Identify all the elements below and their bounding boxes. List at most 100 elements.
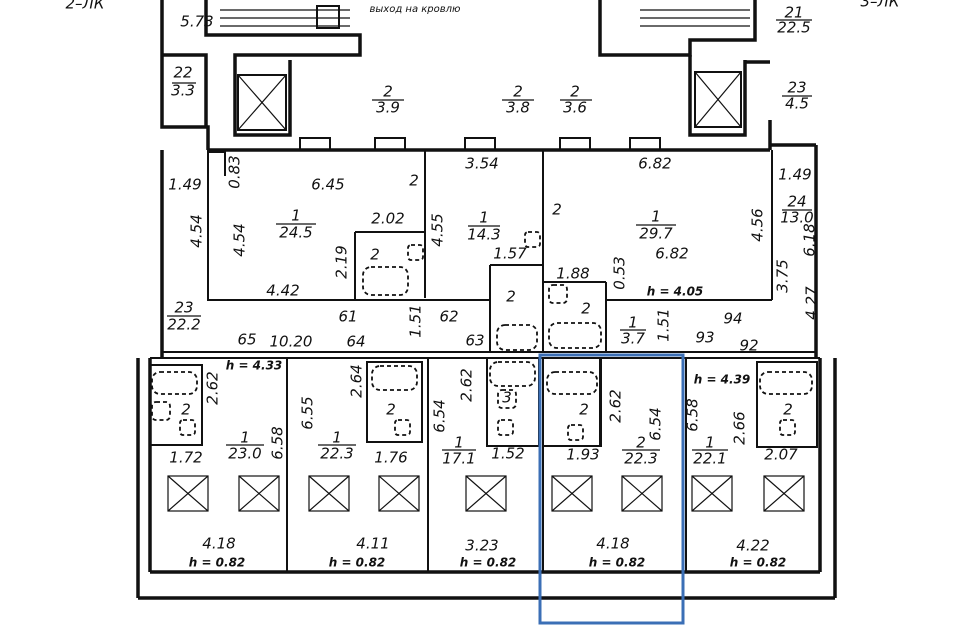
svg-text:29.7: 29.7 [639,225,673,243]
dimension-label: 6.55 [299,396,317,429]
height-label: h = 4.39 [694,373,751,387]
dimension-label: 2.62 [607,389,625,422]
room-label: 234.5 [782,79,812,113]
svg-text:22.3: 22.3 [320,445,353,463]
svg-text:2: 2 [513,83,523,101]
dimension-label: 4.55 [429,213,447,246]
dimension-label: 94 [723,310,742,328]
room-label: 122.1 [692,434,728,468]
dimension-label: 6.54 [647,407,665,440]
svg-text:24.5: 24.5 [279,224,312,242]
svg-text:3.8: 3.8 [506,99,530,117]
dimension-label: 2.64 [348,364,366,397]
dimension-label: 6.45 [311,176,344,194]
svg-text:1: 1 [651,208,661,226]
svg-text:1: 1 [332,429,342,447]
dimension-label: 61 [338,308,357,326]
svg-text:21: 21 [784,4,803,22]
highlighted-apartment[interactable] [538,353,685,625]
room-label: 23.9 [372,83,404,117]
height-label: h = 4.33 [226,359,283,373]
room-label: 5.73 [180,13,213,31]
dimension-label: 1.49 [168,176,201,194]
height-label: h = 0.82 [730,556,787,570]
svg-text:22.2: 22.2 [167,316,200,334]
dimension-label: 92 [739,337,758,355]
dimension-label: 6.82 [638,155,671,173]
svg-text:22.1: 22.1 [693,450,726,468]
dimension-label: 4.56 [749,208,767,241]
dimension-label: 2.62 [204,371,222,404]
dimension-label: 4.54 [231,223,249,256]
dimension-label: 6.18 [801,223,819,256]
svg-text:22.3: 22.3 [624,450,657,468]
dimension-label: 4.11 [356,535,389,553]
dimension-label: 0.83 [226,155,244,188]
room-label: 129.7 [636,208,676,243]
svg-text:3.9: 3.9 [376,99,400,117]
dimension-label: 6.54 [431,399,449,432]
bathroom-number: 2 [506,288,516,306]
room-label: 23.6 [560,83,592,117]
dimension-label: 2.07 [764,446,798,464]
dimension-label: 0.53 [611,256,629,289]
dimension-label: 2.62 [458,368,476,401]
room-label: 123.0 [226,429,264,463]
svg-text:2: 2 [383,83,393,101]
height-label: h = 0.82 [329,556,386,570]
walls [136,0,837,600]
svg-text:14.3: 14.3 [467,226,500,244]
svg-text:2: 2 [636,434,646,452]
dimension-label: 4.54 [188,214,206,247]
bathroom-number: 2 [783,401,793,419]
room-label: 117.1 [442,434,476,468]
roof-exit-label: выход на кровлю [370,4,461,15]
dimension-label: 2.66 [731,411,749,444]
room-label: 23.8 [502,83,534,117]
bathroom-number: 2 [581,300,591,318]
dimension-label: 4.27 [803,286,821,320]
svg-text:1: 1 [454,434,464,452]
svg-text:22: 22 [173,64,192,82]
svg-text:23.0: 23.0 [228,445,261,463]
dimension-label: 1.51 [407,304,425,337]
height-label: h = 0.82 [589,556,646,570]
svg-text:3.7: 3.7 [621,330,645,348]
fixtures [151,231,813,512]
svg-text:1: 1 [291,207,301,225]
dimension-label: 62 [439,308,458,326]
dimension-label: 6.82 [655,245,688,263]
svg-text:1: 1 [240,429,250,447]
bathroom-number: 2 [579,401,589,419]
svg-text:23: 23 [787,79,806,97]
dimension-label: 4.18 [202,535,235,553]
room-label: 223.3 [171,64,196,100]
dimension-label: 1.76 [374,449,407,467]
dimension-label: 10.20 [270,333,313,351]
room-label: 122.3 [318,429,356,463]
dimension-label: 93 [695,329,714,347]
dimension-label: 1.88 [556,265,589,283]
bathroom-number: 2 [409,172,419,190]
stair-label-left: 2–ЛК [66,0,106,13]
dimension-label: 6.58 [684,398,702,431]
stair-label-right: 3–ЛК [861,0,901,11]
height-label: h = 0.82 [460,556,517,570]
dimension-label: 65 [237,331,256,349]
dimension-label: 3.23 [465,537,498,555]
height-label: h = 4.05 [647,285,704,299]
dimension-label: 4.42 [266,282,299,300]
dimension-label: 3.75 [774,259,792,292]
svg-text:24: 24 [787,193,806,211]
svg-text:1: 1 [628,314,638,332]
dimension-label: 1.72 [169,449,202,467]
dimension-label: 4.18 [596,535,629,553]
svg-text:3.3: 3.3 [171,82,195,100]
dimension-label: 1.51 [655,308,673,341]
bathroom-number: 2 [386,401,396,419]
dimension-label: 2.02 [371,210,404,228]
